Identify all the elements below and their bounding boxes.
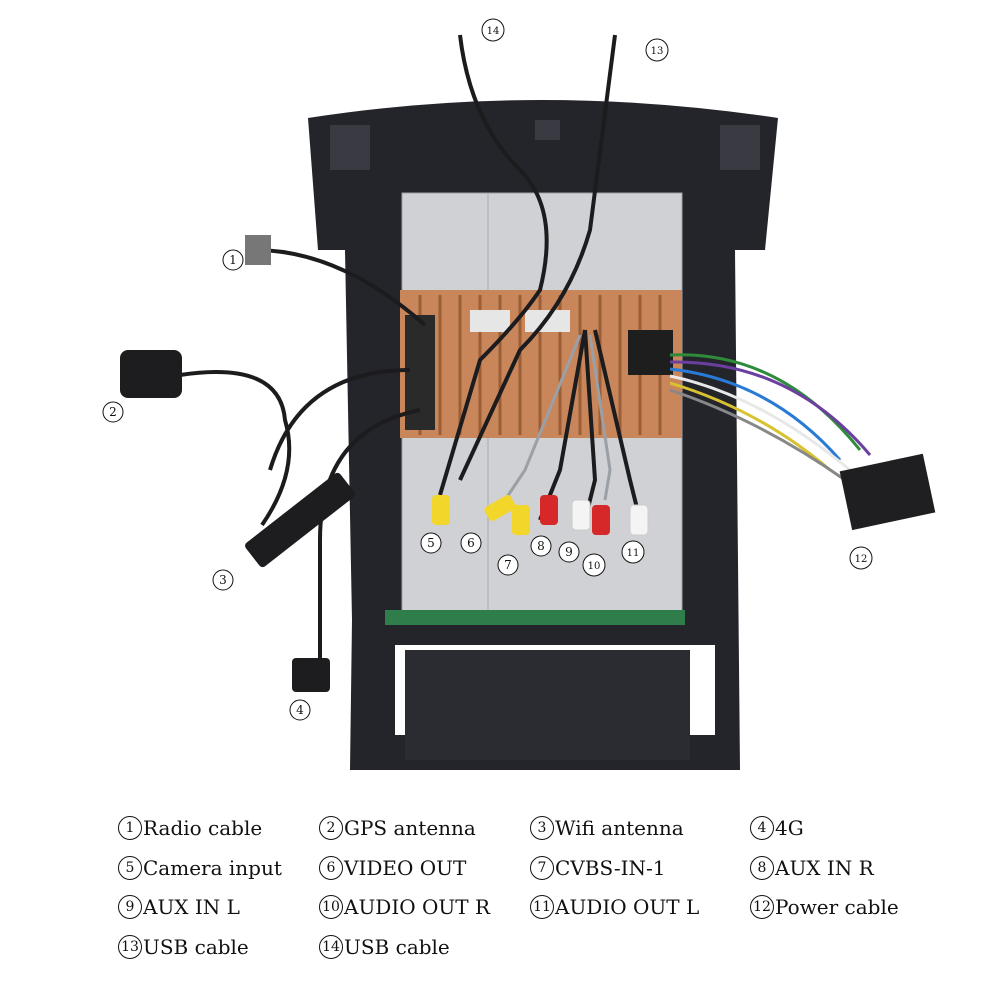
legend-item-radio-cable: 1 Radio cable (118, 816, 262, 840)
marker-11: 11 (621, 540, 645, 564)
marker-7: 7 (497, 554, 519, 576)
legend-label: AUX IN L (143, 895, 240, 919)
rca-audio-out-l (629, 504, 649, 536)
legend-item-gps-antenna: 2 GPS antenna (319, 816, 476, 840)
legend-label: AUX IN R (775, 856, 874, 880)
grey-cables (503, 334, 612, 501)
legend-label: Wifi antenna (555, 816, 684, 840)
marker-5: 5 (420, 532, 442, 554)
svg-text:1: 1 (229, 253, 237, 267)
legend-number: 13 (118, 935, 142, 959)
legend-label: AUDIO OUT R (344, 895, 490, 919)
power-connector (839, 453, 936, 531)
svg-text:4: 4 (296, 703, 304, 717)
legend-label: Power cable (775, 895, 899, 919)
legend-label: USB cable (143, 935, 249, 959)
legend-item-4g: 4 4G (750, 816, 804, 840)
legend-number: 10 (319, 895, 343, 919)
legend-number: 4 (750, 816, 774, 840)
legend-number: 6 (319, 856, 343, 880)
marker-13: 13 (645, 38, 669, 62)
callout-markers: 1 2 3 4 5 6 7 8 9 10 11 12 13 14 (102, 18, 873, 721)
marker-1: 1 (222, 249, 244, 271)
legend-label: 4G (775, 816, 804, 840)
legend-label: USB cable (344, 935, 450, 959)
svg-text:5: 5 (427, 536, 435, 550)
marker-9: 9 (558, 541, 580, 563)
legend-item-camera-input: 5 Camera input (118, 856, 282, 880)
legend-item-audio-out-r: 10 AUDIO OUT R (319, 895, 490, 919)
rca-connectors (432, 495, 649, 536)
legend-item-cvbs-in-1: 7 CVBS-IN-1 (530, 856, 666, 880)
marker-14: 14 (481, 18, 505, 42)
legend-label: GPS antenna (344, 816, 476, 840)
gps-antenna-icon (120, 350, 182, 398)
svg-text:9: 9 (565, 545, 573, 559)
legend-label: CVBS-IN-1 (555, 856, 666, 880)
legend-item-wifi-antenna: 3 Wifi antenna (530, 816, 684, 840)
rca-aux-in-l (571, 499, 591, 531)
legend-item-aux-in-l: 9 AUX IN L (118, 895, 240, 919)
svg-text:3: 3 (219, 573, 227, 587)
legend-label: Radio cable (143, 816, 263, 840)
marker-12: 12 (849, 546, 873, 570)
legend-label: VIDEO OUT (344, 856, 467, 880)
legend-number: 9 (118, 895, 142, 919)
rca-video-out (484, 495, 516, 521)
legend-number: 5 (118, 856, 142, 880)
svg-text:13: 13 (651, 46, 664, 57)
svg-text:12: 12 (855, 554, 868, 565)
radio-plug-icon (245, 235, 271, 265)
legend-number: 12 (750, 895, 774, 919)
legend-item-audio-out-l: 11 AUDIO OUT L (530, 895, 699, 919)
svg-text:11: 11 (627, 548, 640, 559)
head-unit-diagram: 1 2 3 4 5 6 7 8 9 10 11 12 13 14 (102, 18, 936, 770)
legend-item-usb-cable-13: 13 USB cable (118, 935, 249, 959)
marker-6: 6 (460, 532, 482, 554)
rca-aux-in-r (540, 495, 558, 525)
legend: 1 Radio cable 2 GPS antenna 3 Wifi anten… (118, 816, 978, 986)
legend-number: 14 (319, 935, 343, 959)
legend-item-usb-cable-14: 14 USB cable (319, 935, 450, 959)
marker-10: 10 (582, 553, 606, 577)
heatsink (400, 290, 682, 438)
marker-3: 3 (212, 569, 234, 591)
svg-text:6: 6 (467, 536, 475, 550)
legend-number: 1 (118, 816, 142, 840)
rca-audio-out-r (592, 505, 610, 535)
legend-label: Camera input (143, 856, 282, 880)
svg-text:10: 10 (588, 561, 601, 572)
svg-text:8: 8 (537, 539, 545, 553)
legend-number: 8 (750, 856, 774, 880)
power-harness (669, 353, 872, 482)
legend-number: 7 (530, 856, 554, 880)
svg-text:7: 7 (504, 558, 512, 572)
legend-number: 2 (319, 816, 343, 840)
svg-text:14: 14 (487, 26, 500, 37)
rca-cvbs-in (512, 505, 530, 535)
marker-4: 4 (289, 699, 311, 721)
wifi-antenna-icon (245, 472, 355, 568)
legend-item-aux-in-r: 8 AUX IN R (750, 856, 874, 880)
legend-item-power-cable: 12 Power cable (750, 895, 899, 919)
legend-number: 3 (530, 816, 554, 840)
legend-number: 11 (530, 895, 554, 919)
legend-item-video-out: 6 VIDEO OUT (319, 856, 466, 880)
marker-8: 8 (530, 535, 552, 557)
legend-label: AUDIO OUT L (555, 895, 700, 919)
4g-module-icon (292, 658, 330, 692)
svg-text:2: 2 (109, 405, 117, 419)
rca-camera-input (432, 495, 450, 525)
marker-2: 2 (102, 401, 124, 423)
